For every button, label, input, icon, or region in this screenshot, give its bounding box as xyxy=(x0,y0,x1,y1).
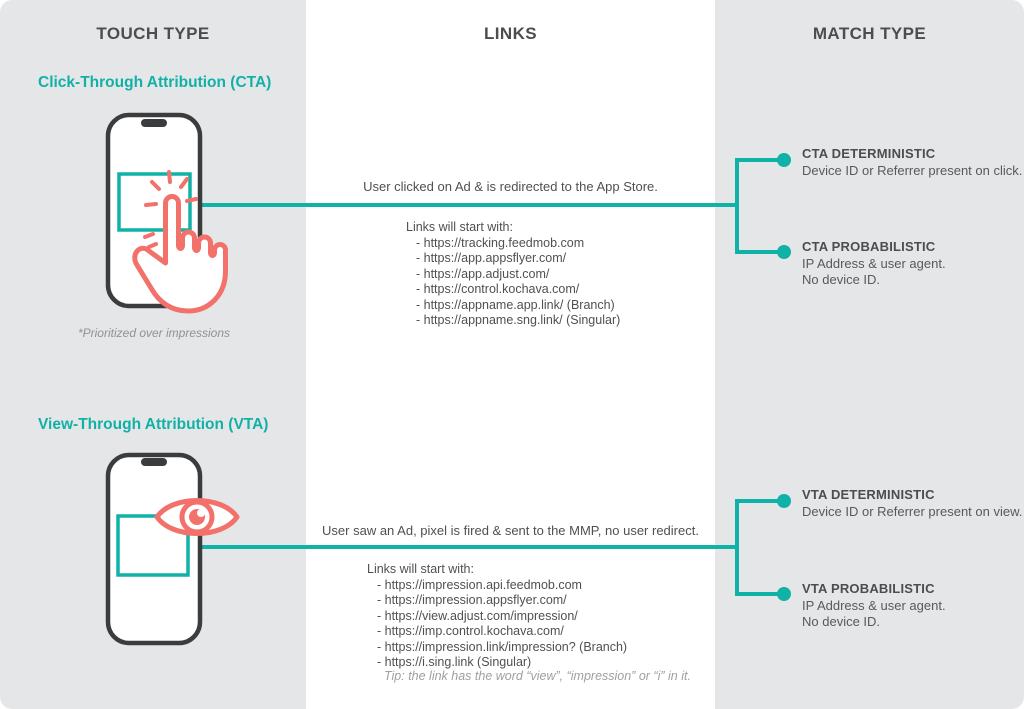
links-header: LINKS xyxy=(484,24,537,43)
link-item: - https://impression.appsflyer.com/ xyxy=(377,593,567,607)
vta-section-title: View-Through Attribution (VTA) xyxy=(38,416,269,433)
cta-priority-note: *Prioritized over impressions xyxy=(77,326,231,340)
cta-connector-line xyxy=(199,203,739,207)
link-item: - https://view.adjust.com/impression/ xyxy=(377,608,578,623)
match-type-description: IP Address & user agent. xyxy=(802,598,946,613)
link-item: - https://appname.app.link/ (Branch) xyxy=(416,297,615,312)
tap-hand-icon xyxy=(132,194,228,314)
match-type-description: IP Address & user agent. xyxy=(802,256,946,271)
vta-deterministic-block: VTA DETERMINISTIC Device ID or Referrer … xyxy=(802,487,1022,520)
match-type-description: Device ID or Referrer present on view. xyxy=(802,504,1023,519)
match-type-description: No device ID. xyxy=(802,271,881,287)
click-burst-icon xyxy=(143,170,198,249)
cta-description: User clicked on Ad & is redirected to th… xyxy=(363,179,658,194)
cta-deterministic-dot xyxy=(777,153,791,167)
match-type-panel xyxy=(715,0,1024,709)
vta-branch-top-line xyxy=(735,499,779,503)
link-item: - https://control.kochava.com/ xyxy=(416,282,580,296)
link-item: - https://i.sing.link (Singular) xyxy=(377,655,532,669)
link-item: - https://impression.api.feedmob.com xyxy=(377,577,582,592)
match-type-title: VTA DETERMINISTIC xyxy=(802,487,935,502)
vta-links-intro: Links will start with: xyxy=(367,562,474,576)
match-type-description: Device ID or Referrer present on click. xyxy=(802,163,1023,178)
link-item: - https://app.adjust.com/ xyxy=(416,266,550,281)
vta-probabilistic-block: VTA PROBABILISTIC IP Address & user agen… xyxy=(802,581,1022,629)
vta-connector-line xyxy=(199,545,739,549)
link-item: - https://appname.sng.link/ (Singular) xyxy=(416,313,621,327)
link-item: - https://tracking.feedmob.com xyxy=(416,235,585,250)
cta-branch-vertical-line xyxy=(735,158,739,254)
vta-tip-note: Tip: the link has the word “view”, “impr… xyxy=(384,669,691,683)
cta-phone-tap-icon xyxy=(105,112,228,314)
link-item: - https://impression.link/impression? (B… xyxy=(377,639,628,654)
cta-section-title: Click-Through Attribution (CTA) xyxy=(38,74,272,91)
cta-probabilistic-dot xyxy=(777,245,791,259)
cta-deterministic-block: CTA DETERMINISTIC Device ID or Referrer … xyxy=(802,146,1022,179)
cta-probabilistic-block: CTA PROBABILISTIC IP Address & user agen… xyxy=(802,239,1022,287)
ad-rectangle xyxy=(116,514,190,577)
vta-links-block: Links will start with: - https://impress… xyxy=(367,562,627,671)
cta-branch-bottom-line xyxy=(735,250,779,254)
vta-description: User saw an Ad, pixel is fired & sent to… xyxy=(322,523,699,538)
vta-phone-view-icon xyxy=(105,452,240,646)
match-type-header: MATCH TYPE xyxy=(812,24,927,43)
cta-links-block: Links will start with: - https://trackin… xyxy=(406,220,620,329)
eye-icon xyxy=(154,498,240,536)
cta-branch-top-line xyxy=(735,158,779,162)
match-type-title: CTA DETERMINISTIC xyxy=(802,146,936,161)
vta-branch-bottom-line xyxy=(735,592,779,596)
match-type-title: VTA PROBABILISTIC xyxy=(802,581,935,596)
link-item: - https://imp.control.kochava.com/ xyxy=(377,624,564,638)
match-type-title: CTA PROBABILISTIC xyxy=(802,239,936,254)
vta-deterministic-dot xyxy=(777,494,791,508)
link-item: - https://app.appsflyer.com/ xyxy=(416,251,567,265)
phone-speaker-pill xyxy=(141,119,167,127)
phone-speaker-pill xyxy=(141,458,167,466)
vta-probabilistic-dot xyxy=(777,587,791,601)
match-type-description: No device ID. xyxy=(802,613,881,629)
vta-branch-vertical-line xyxy=(735,499,739,596)
cta-links-intro: Links will start with: xyxy=(406,220,513,234)
touch-type-header: TOUCH TYPE xyxy=(96,24,210,43)
